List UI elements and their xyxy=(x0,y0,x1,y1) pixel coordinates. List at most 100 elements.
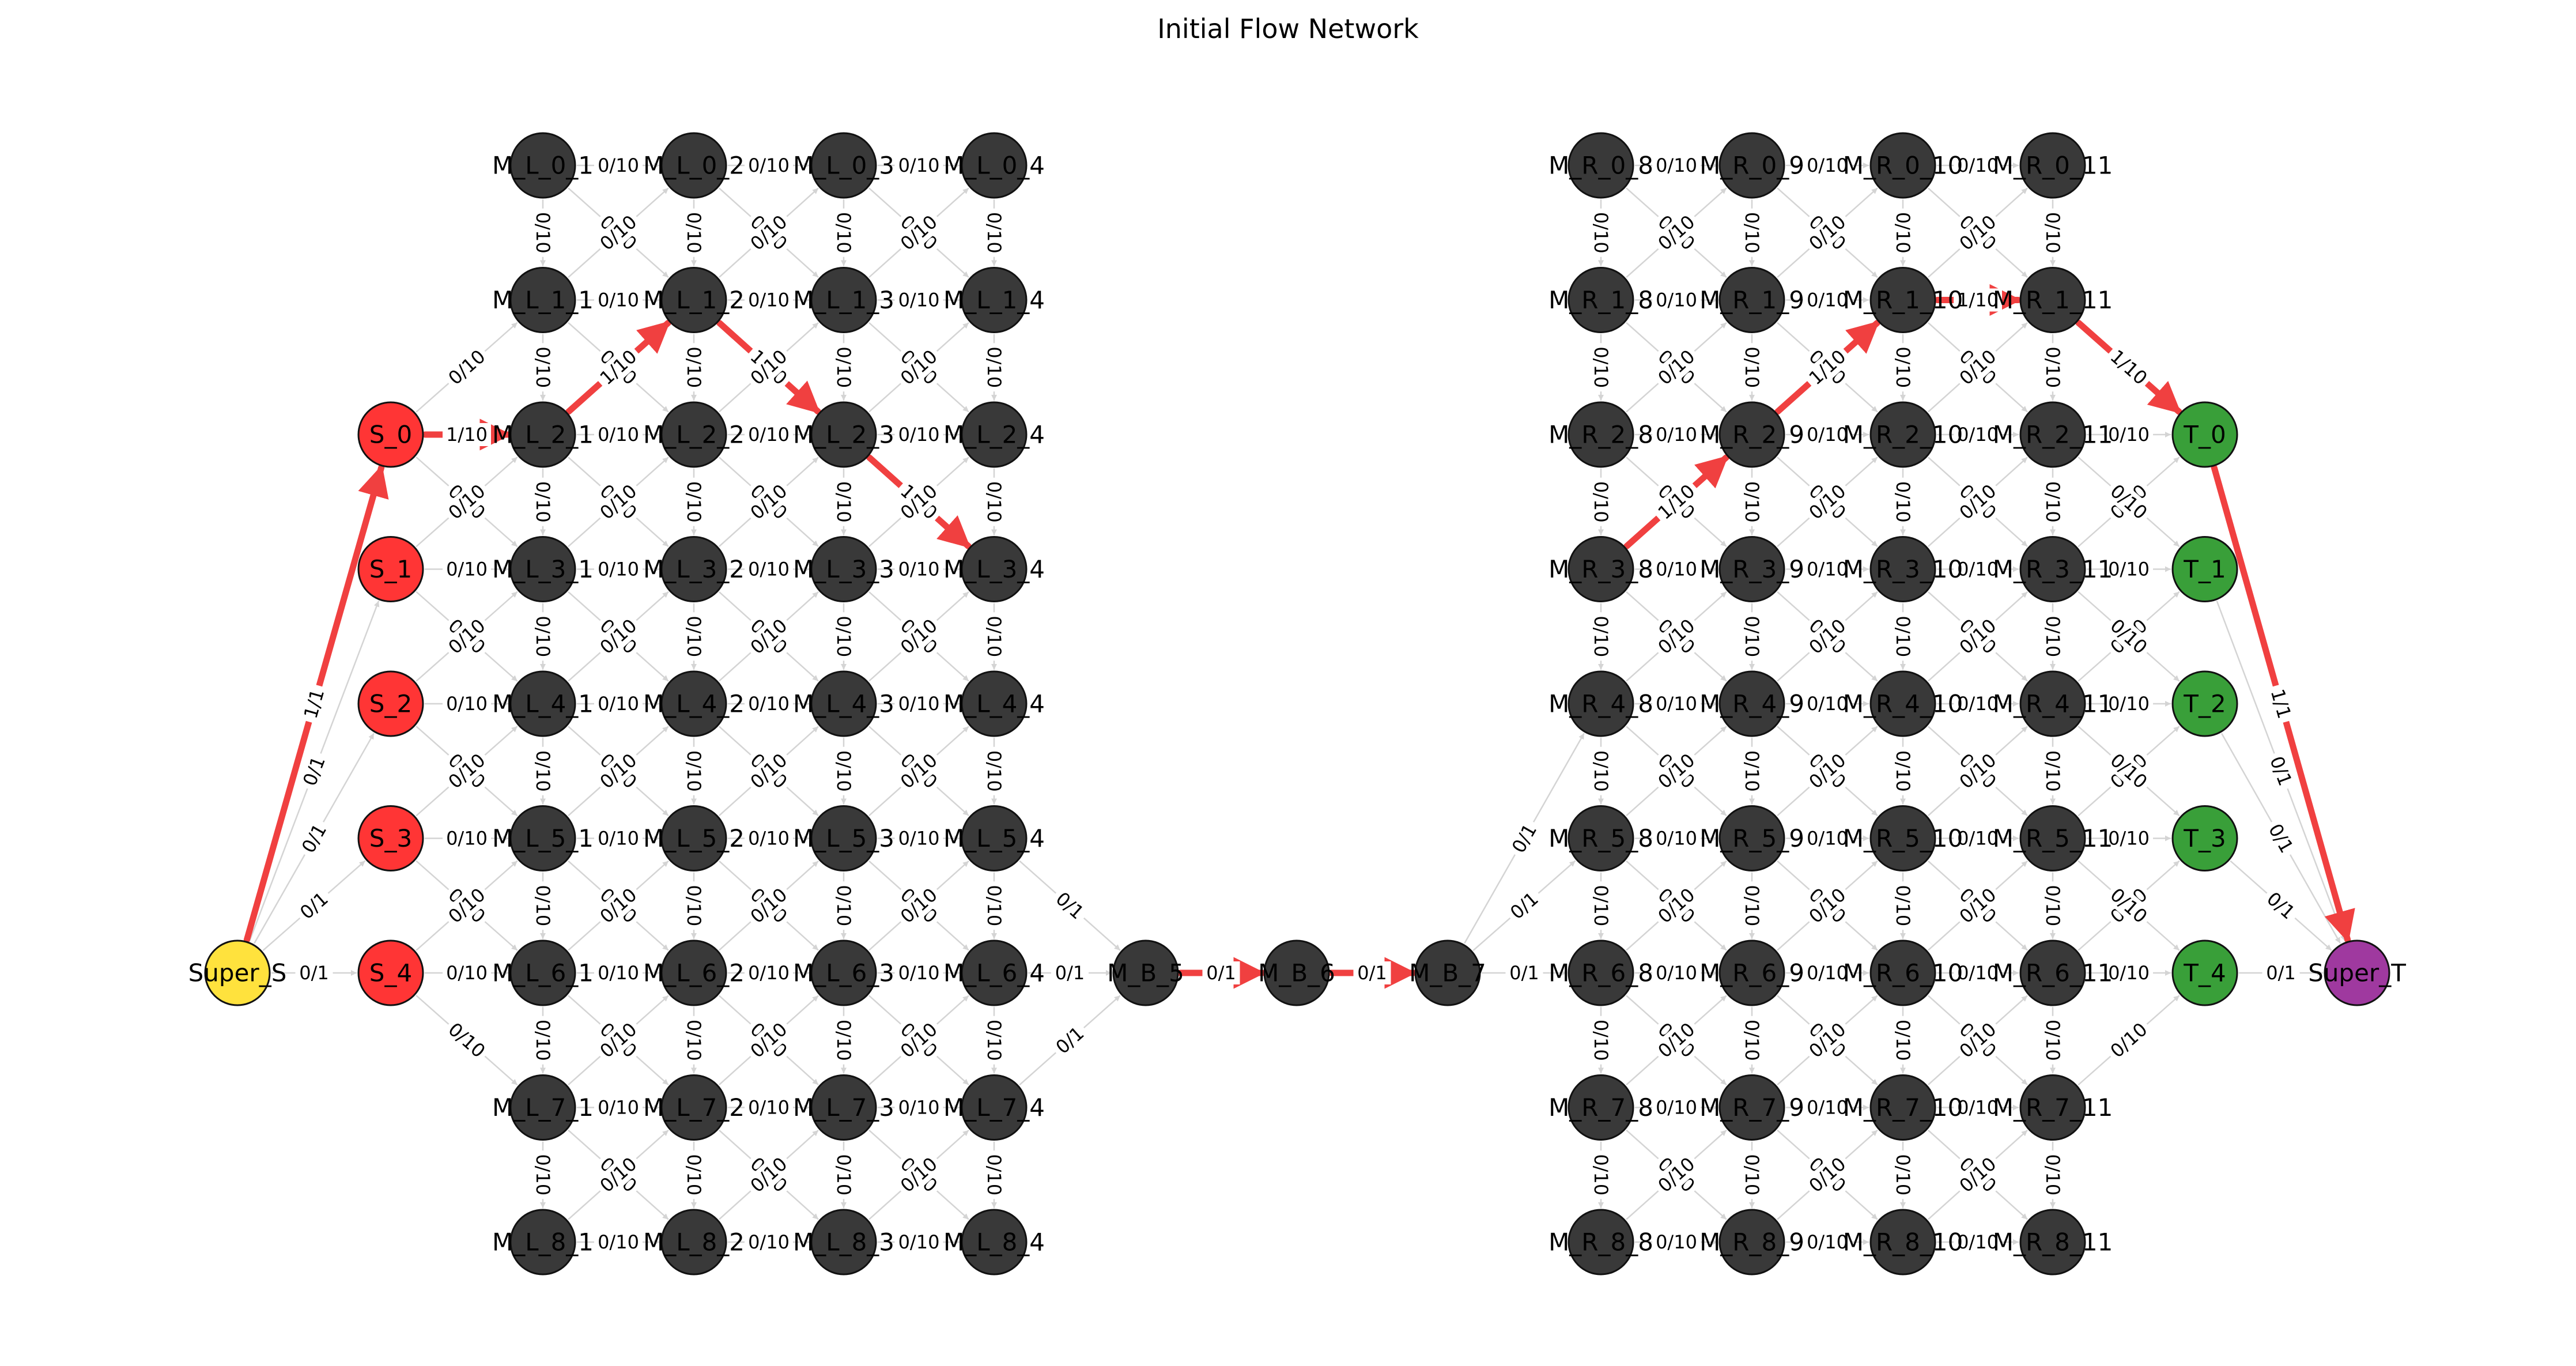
edge-label-M_L_5_2-to-M_L_5_3: 0/10 xyxy=(748,828,790,850)
edge-label-bg xyxy=(1952,1015,2004,1065)
edge-label-bg xyxy=(594,692,643,715)
node-circle xyxy=(1869,401,1936,468)
edge-label-M_R_6_10-to-M_R_7_10: 0/10 xyxy=(1892,1020,1914,1061)
edge-label-bg xyxy=(441,746,493,796)
node-label: M_R_4_9 xyxy=(1699,690,1804,718)
node-M_R_3_8: M_R_3_8 xyxy=(1548,536,1653,602)
node-label: Super_S xyxy=(188,959,287,987)
edge-label-M_R_4_9-to-M_R_5_9: 0/10 xyxy=(1741,750,1763,792)
node-label: S_4 xyxy=(369,959,412,987)
edge-label-M_R_0_10-to-M_R_0_11: 0/10 xyxy=(1957,154,1999,176)
node-circle xyxy=(1112,939,1179,1006)
edge-label-bg xyxy=(743,881,795,931)
node-M_L_4_3: M_L_4_3 xyxy=(793,670,894,737)
node-M_R_0_9: M_R_0_9 xyxy=(1699,132,1804,199)
node-label: M_R_2_8 xyxy=(1548,421,1653,449)
edge-label-bg xyxy=(894,1096,943,1119)
node-M_L_2_4: M_L_2_4 xyxy=(943,401,1045,468)
edge-label-bg xyxy=(2105,423,2153,446)
edge-label-bg xyxy=(832,612,855,661)
edge-label-M_R_0_8-to-M_R_0_9: 0/10 xyxy=(1656,154,1697,176)
edge-label-M_L_7_1-to-M_L_8_1: 0/10 xyxy=(532,1154,554,1195)
edge-label-bg xyxy=(1803,154,1852,177)
node-label: M_L_1_3 xyxy=(793,286,894,314)
edge-label-M_L_5_3-to-M_L_5_4: 0/10 xyxy=(898,828,940,850)
edge-label-M_L_1_4-to-M_L_2_4: 0/10 xyxy=(983,346,1005,388)
node-S_1: S_1 xyxy=(357,536,424,602)
edge-label-M_L_7_4-to-M_L_8_4: 0/10 xyxy=(983,1154,1005,1195)
node-label: M_R_7_11 xyxy=(1993,1093,2113,1122)
edge-label-M_L_2_1-to-M_L_3_1: 0/10 xyxy=(532,481,554,523)
edge-label-M_L_0_3-to-M_L_1_3: 0/10 xyxy=(833,212,855,254)
edge-label-M_L_3_4-to-M_L_4_4: 0/10 xyxy=(983,616,1005,657)
edge-label-bg xyxy=(2041,881,2064,930)
node-label: M_R_2_11 xyxy=(1993,421,2113,449)
node-label: M_L_0_4 xyxy=(943,152,1045,180)
node-label: M_L_4_4 xyxy=(943,690,1045,718)
node-circle xyxy=(357,670,424,737)
node-M_L_3_3: M_L_3_3 xyxy=(793,536,894,602)
edge-label-bg xyxy=(2041,1016,2064,1065)
node-label: M_R_7_9 xyxy=(1699,1093,1804,1122)
edge-label-bg xyxy=(592,207,644,258)
edge-label-bg xyxy=(2263,749,2299,793)
node-M_L_2_3: M_L_2_3 xyxy=(793,401,894,468)
edge-label-Super_S-to-S_0: 1/1 xyxy=(300,686,329,721)
edge-label-bg xyxy=(1740,1016,1763,1065)
edge-label-M_R_0_9-to-M_R_1_9: 0/10 xyxy=(1741,212,1763,254)
node-circle xyxy=(2019,805,2086,871)
edge-label-bg xyxy=(1801,612,1853,662)
node-circle xyxy=(1869,939,1936,1006)
edge-label-M_R_2_10-to-M_R_3_10: 0/10 xyxy=(1892,481,1914,523)
edge-label-M_R_7_9-to-M_R_8_9: 0/10 xyxy=(1741,1154,1763,1195)
edge-label-bg xyxy=(592,881,644,931)
node-label: M_R_6_11 xyxy=(1993,959,2113,987)
edge-label-S_2-to-M_L_4_1: 0/10 xyxy=(446,693,488,715)
edge-label-bg xyxy=(1954,827,2002,850)
edge-label-bg xyxy=(443,423,491,446)
node-circle xyxy=(810,401,877,468)
edge-label-bg xyxy=(443,692,491,715)
edge-label-M_L_7_3-to-M_L_8_3: 0/10 xyxy=(833,1154,855,1195)
node-label: M_L_4_1 xyxy=(492,690,594,718)
edge-label-bg xyxy=(592,477,644,527)
node-label: M_B_7 xyxy=(1409,959,1486,987)
node-circle xyxy=(2019,536,2086,602)
edge-label-M_R_8_9-to-M_R_8_10: 0/10 xyxy=(1807,1231,1848,1253)
edge-label-bg xyxy=(1803,288,1852,312)
edge-label-M_L_1_3-to-M_L_1_4: 0/10 xyxy=(898,289,940,311)
edge-label-M_R_0_9-to-M_R_0_10: 0/10 xyxy=(1807,154,1848,176)
edge-label-bg xyxy=(1353,961,1391,984)
edge-label-M_R_2_11-to-M_R_3_11: 0/10 xyxy=(2042,481,2064,523)
edge-label-bg xyxy=(1952,1150,2004,1200)
edge-label-bg xyxy=(743,612,795,662)
node-M_R_7_11: M_R_7_11 xyxy=(1993,1074,2113,1141)
node-M_R_0_8: M_R_0_8 xyxy=(1548,132,1653,199)
edge-label-M_L_4_3-to-M_L_5_3: 0/10 xyxy=(833,750,855,792)
edge-label-bg xyxy=(893,746,945,796)
node-circle xyxy=(961,536,1028,602)
node-M_L_4_1: M_L_4_1 xyxy=(492,670,594,737)
edge-label-M_R_7_8-to-M_R_7_9: 0/10 xyxy=(1656,1097,1697,1119)
node-M_R_2_8: M_R_2_8 xyxy=(1548,401,1653,468)
node-label: T_4 xyxy=(2183,959,2226,987)
node-circle xyxy=(1718,1209,1785,1276)
node-label: M_R_1_9 xyxy=(1699,286,1804,314)
edge-label-bg xyxy=(682,881,705,930)
edge-label-M_L_3_1-to-M_L_4_1: 0/10 xyxy=(532,616,554,657)
edge-label-bg xyxy=(682,208,705,257)
node-M_B_7: M_B_7 xyxy=(1409,939,1486,1006)
edge-label-M_R_4_11-to-T_2: 0/10 xyxy=(2108,693,2150,715)
edge-label-bg xyxy=(2103,477,2155,527)
edge-label-bg xyxy=(2103,1015,2155,1065)
node-M_R_4_8: M_R_4_8 xyxy=(1548,670,1653,737)
edge-label-M_R_3_10-to-M_R_3_11: 0/10 xyxy=(1957,559,1999,580)
node-label: M_R_4_10 xyxy=(1843,690,1963,718)
node-label: M_L_4_3 xyxy=(793,690,894,718)
edge-label-M_L_2_2-to-M_L_2_3: 0/10 xyxy=(748,424,790,446)
node-M_L_7_3: M_L_7_3 xyxy=(793,1074,894,1141)
node-label: M_R_1_11 xyxy=(1993,286,2113,314)
node-circle xyxy=(1718,1074,1785,1141)
edge-label-bg xyxy=(1801,342,1853,393)
edge-label-bg xyxy=(1502,884,1546,927)
